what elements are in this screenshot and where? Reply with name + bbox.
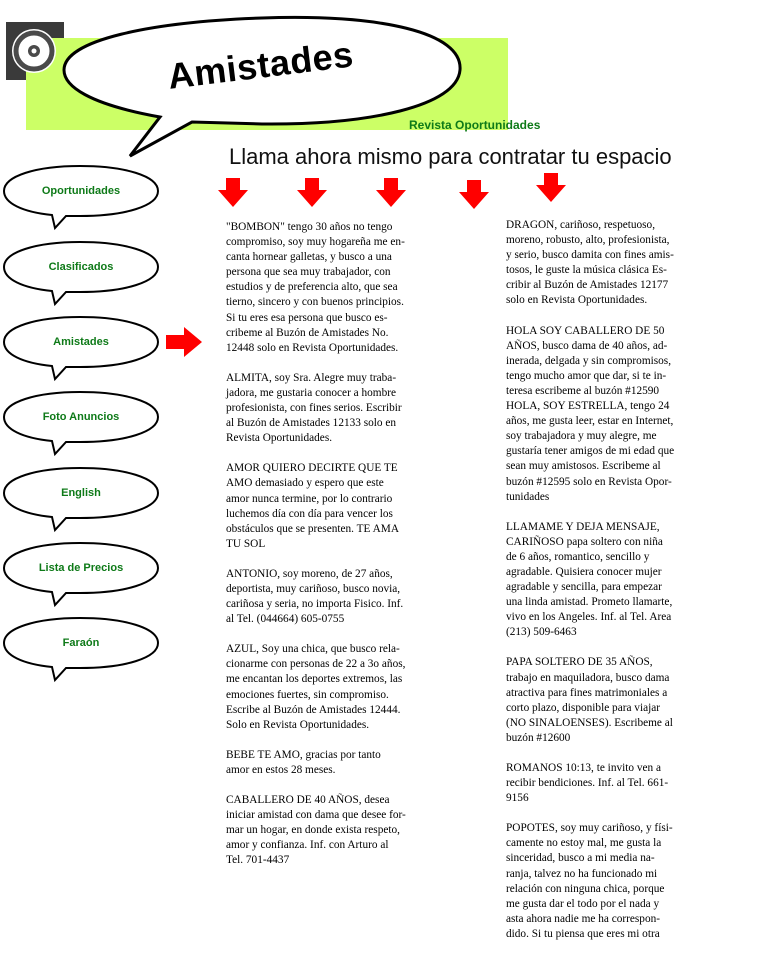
ad-entry: "BOMBON" tengo 30 años no tengo compromi… bbox=[226, 221, 405, 354]
ad-entry: ROMANOS 10:13, te invito ven a recibir b… bbox=[506, 762, 669, 805]
down-arrow-icon bbox=[297, 178, 327, 207]
nav-bubble bbox=[2, 390, 160, 457]
ad-entry: POPOTES, soy muy cariñoso, y físi- camen… bbox=[506, 822, 673, 940]
down-arrow-icon bbox=[218, 178, 248, 207]
sidebar-item-oportunidades[interactable]: Oportunidades bbox=[0, 164, 170, 232]
ad-entry: LLAMAME Y DEJA MENSAJE, CARIÑOSO papa so… bbox=[506, 520, 673, 639]
ad-entry: ALMITA, soy Sra. Alegre muy traba- jador… bbox=[226, 371, 402, 445]
nav-bubble bbox=[2, 466, 160, 533]
nav-bubble bbox=[2, 541, 160, 608]
sidebar-item-label[interactable]: Lista de Precios bbox=[38, 562, 124, 574]
sidebar-item-amistades[interactable]: Amistades bbox=[0, 315, 170, 383]
sidebar-item-faraon[interactable]: Faraón bbox=[0, 616, 170, 684]
ad-entry: AZUL, Soy una chica, que busco rela- cio… bbox=[226, 643, 406, 731]
ad-entry: AMOR QUIERO DECIRTE QUE TE AMO demasiado… bbox=[226, 462, 399, 550]
current-page-arrow-icon bbox=[166, 327, 202, 357]
sidebar-item-label[interactable]: Foto Anuncios bbox=[42, 411, 120, 423]
ad-entry: DRAGON, cariñoso, respetuoso, moreno, ro… bbox=[506, 219, 674, 307]
target-logo-icon bbox=[12, 29, 56, 73]
ads-column-right: DRAGON, cariñoso, respetuoso, moreno, ro… bbox=[506, 218, 730, 957]
sidebar-item-lista-de-precios[interactable]: Lista de Precios bbox=[0, 541, 170, 609]
down-arrow-icon bbox=[536, 173, 566, 202]
ad-entry: ANTONIO, soy moreno, de 27 años, deporti… bbox=[226, 567, 404, 626]
arrow-row bbox=[218, 173, 566, 209]
sidebar-item-label[interactable]: Oportunidades bbox=[41, 185, 121, 197]
header-graphics bbox=[12, 16, 462, 158]
sidebar-item-label[interactable]: Clasificados bbox=[48, 261, 114, 273]
nav-bubble bbox=[2, 616, 160, 683]
title-speech-bubble bbox=[62, 16, 462, 158]
sidebar-item-label[interactable]: Amistades bbox=[53, 336, 109, 348]
nav-bubble bbox=[2, 315, 160, 382]
sidebar-item-label[interactable]: Faraón bbox=[62, 637, 100, 649]
sidebar-item-english[interactable]: English bbox=[0, 466, 170, 534]
nav-bubble bbox=[2, 240, 160, 307]
ad-entry: CABALLERO DE 40 AÑOS, desea iniciar amis… bbox=[226, 794, 406, 867]
headline: Llama ahora mismo para contratar tu espa… bbox=[229, 144, 672, 169]
ad-entry: HOLA SOY CABALLERO DE 50 AÑOS, busco dam… bbox=[506, 324, 675, 503]
sidebar-item-foto-anuncios[interactable]: Foto Anuncios bbox=[0, 390, 170, 458]
ad-entry: BEBE TE AMO, gracias por tanto amor en e… bbox=[226, 748, 381, 776]
ads-column-left: "BOMBON" tengo 30 años no tengo compromi… bbox=[226, 220, 450, 883]
nav-bubble bbox=[2, 164, 160, 231]
sidebar-item-label[interactable]: English bbox=[61, 487, 101, 499]
down-arrow-icon bbox=[376, 178, 406, 207]
sidebar-item-clasificados[interactable]: Clasificados bbox=[0, 240, 170, 308]
ad-entry: PAPA SOLTERO DE 35 AÑOS, trabajo en maqu… bbox=[506, 656, 673, 744]
magazine-name: Revista Oportunidades bbox=[409, 118, 541, 132]
down-arrow-icon bbox=[459, 180, 489, 209]
